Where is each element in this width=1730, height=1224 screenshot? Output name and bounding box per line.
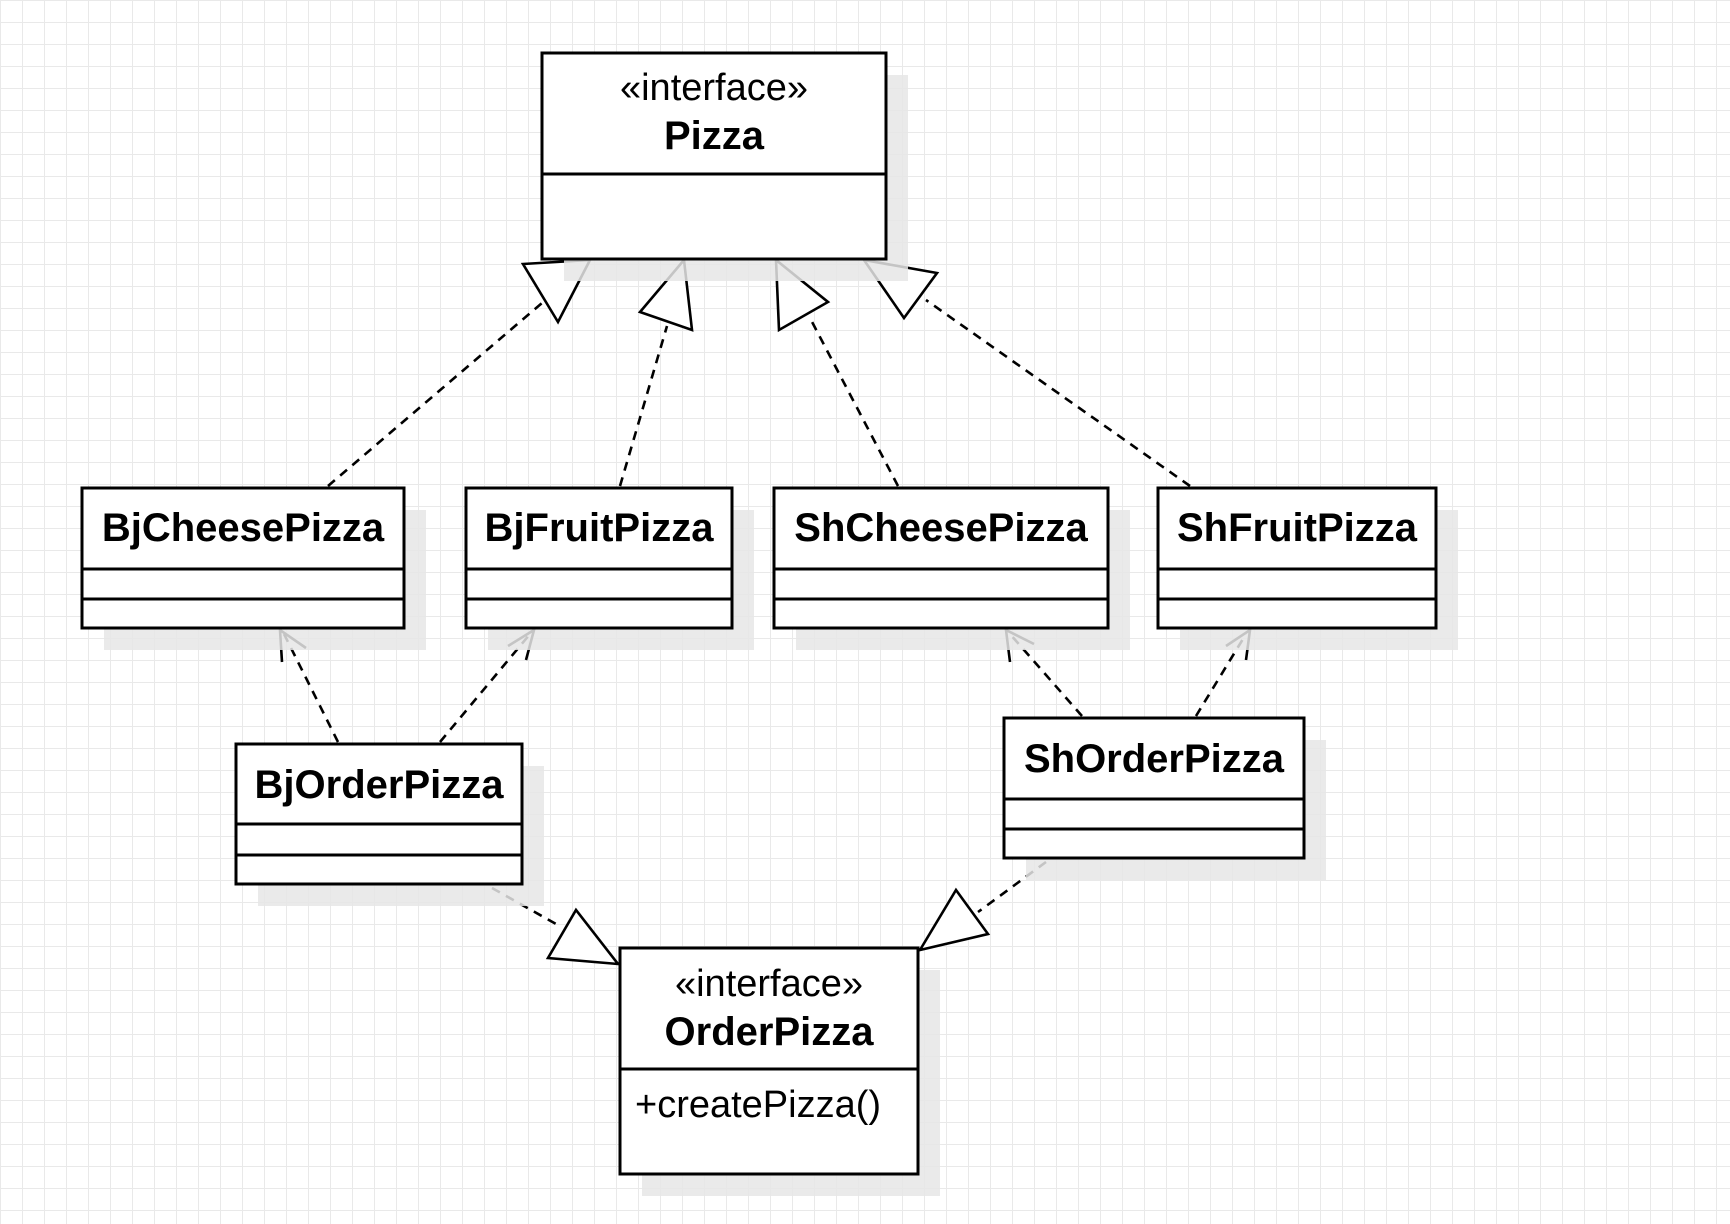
class-name: BjFruitPizza	[485, 506, 715, 550]
class-orderpizza[interactable]: «interface» OrderPizza +createPizza()	[618, 946, 940, 1196]
class-pizza[interactable]: «interface» Pizza	[540, 51, 908, 281]
class-name: OrderPizza	[665, 1010, 875, 1054]
realization-shorder-to-orderpizza	[917, 860, 1047, 952]
class-shfruitpizza[interactable]: ShFruitPizza	[1156, 486, 1458, 650]
realization-bjfruit-to-pizza	[618, 256, 694, 487]
realization-shcheese-to-pizza	[774, 257, 900, 487]
class-bjfruitpizza[interactable]: BjFruitPizza	[464, 486, 754, 650]
class-name: BjOrderPizza	[255, 763, 505, 807]
class-shcheesepizza[interactable]: ShCheesePizza	[772, 486, 1130, 650]
class-box	[618, 946, 920, 1176]
class-name: ShFruitPizza	[1177, 506, 1418, 550]
class-name: ShCheesePizza	[794, 506, 1088, 550]
class-box	[1002, 716, 1306, 860]
class-box	[540, 51, 888, 261]
class-operation: +createPizza()	[635, 1084, 881, 1126]
class-shorderpizza[interactable]: ShOrderPizza	[1002, 716, 1326, 880]
class-name: ShOrderPizza	[1024, 737, 1285, 781]
realization-bjcheese-to-pizza	[327, 258, 593, 487]
class-box	[464, 486, 734, 630]
class-stereotype: «interface»	[675, 963, 863, 1005]
class-name: Pizza	[664, 114, 765, 158]
class-bjorderpizza[interactable]: BjOrderPizza	[234, 742, 544, 906]
class-bjcheesepizza[interactable]: BjCheesePizza	[80, 486, 426, 650]
class-box	[1156, 486, 1438, 630]
class-box	[234, 742, 524, 886]
class-box	[772, 486, 1110, 630]
class-box	[80, 486, 406, 630]
class-name: BjCheesePizza	[102, 506, 385, 550]
class-stereotype: «interface»	[620, 67, 808, 109]
realization-shfruit-to-pizza	[861, 258, 1191, 488]
